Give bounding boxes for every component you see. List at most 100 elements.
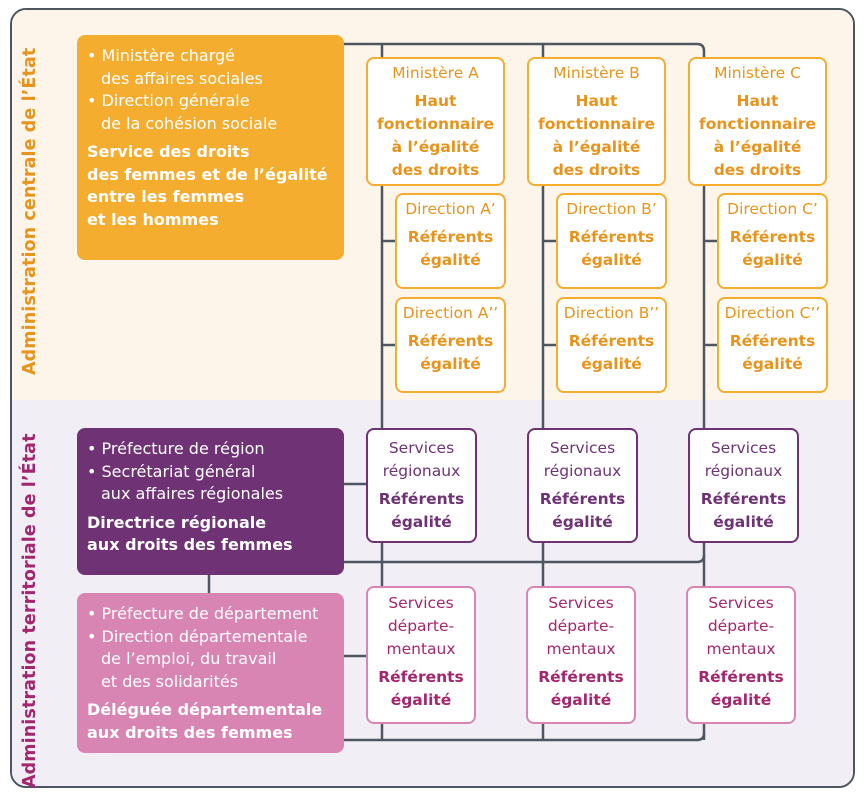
direction-c2-box: Direction C’’ Référents égalité — [717, 297, 828, 393]
direction-role-line: Référents — [407, 228, 494, 246]
service-role-line: égalité — [391, 513, 452, 531]
service-title-line: des femmes et de l’égalité — [87, 164, 328, 184]
service-role-line: égalité — [552, 513, 613, 531]
service-role-line: égalité — [390, 691, 452, 709]
ministry-role-line: fonctionnaire — [699, 115, 816, 133]
direction-role-line: égalité — [420, 355, 481, 373]
departmental-service-a-box: Services départe- mentaux Référents égal… — [366, 586, 476, 724]
direction-name: Direction C’ — [727, 200, 818, 218]
direction-role-line: Référents — [407, 332, 494, 350]
departmental-service-c-box: Services départe- mentaux Référents égal… — [686, 586, 796, 724]
service-name-line: mentaux — [386, 640, 456, 658]
service-title-line: Service des droits — [87, 142, 250, 161]
direction-c1-box: Direction C’ Référents égalité — [717, 193, 828, 289]
ministry-role-line: Haut — [736, 92, 779, 110]
bullet-line: des affaires sociales — [101, 68, 263, 88]
service-role-line: Référents — [538, 668, 624, 686]
service-name-line: mentaux — [546, 640, 616, 658]
service-name-line: régionaux — [382, 462, 461, 480]
bullet-line: • Préfecture de région — [87, 439, 265, 458]
service-role-line: Référents — [378, 668, 464, 686]
direction-name: Direction C’’ — [724, 304, 821, 322]
ministry-role-line: des droits — [552, 161, 641, 179]
regional-service-b-box: Services régionaux Référents égalité — [527, 428, 638, 543]
direction-role-line: Référents — [568, 332, 655, 350]
service-name-line: départe- — [387, 617, 455, 635]
service-role-line: égalité — [713, 513, 774, 531]
service-name-line: régionaux — [704, 462, 783, 480]
service-name-line: Services — [388, 594, 454, 612]
direction-role-line: égalité — [742, 251, 803, 269]
direction-b1-box: Direction B’ Référents égalité — [556, 193, 667, 289]
service-name-line: régionaux — [543, 462, 622, 480]
service-name-line: Services — [710, 439, 777, 457]
regional-service-a-box: Services régionaux Référents égalité — [366, 428, 477, 543]
ministry-name: Ministère A — [392, 64, 479, 82]
bullet-line: et des solidarités — [101, 671, 239, 691]
direction-role-line: Référents — [729, 228, 816, 246]
service-name-line: départe- — [707, 617, 775, 635]
service-role-line: égalité — [550, 691, 612, 709]
direction-role-line: Référents — [568, 228, 655, 246]
departmental-service-b-box: Services départe- mentaux Référents égal… — [526, 586, 636, 724]
direction-name: Direction B’’ — [563, 304, 660, 322]
direction-a2-box: Direction A’’ Référents égalité — [395, 297, 506, 393]
direction-b2-box: Direction B’’ Référents égalité — [556, 297, 667, 393]
bullet-line: • Secrétariat général — [87, 461, 256, 481]
regional-title-line: Directrice régionale — [87, 512, 267, 532]
ministry-role-line: des droits — [391, 161, 480, 179]
bullet-line: • Direction générale — [87, 91, 250, 110]
direction-role-line: égalité — [581, 251, 642, 269]
ministry-role-line: à l’égalité — [713, 138, 802, 156]
departmental-box: • Préfecture de département • Direction … — [77, 593, 344, 753]
ministry-a-box: Ministère A Haut fonctionnaire à l’égali… — [366, 57, 505, 186]
bullet-line: aux affaires régionales — [101, 484, 284, 503]
ministry-role-line: Haut — [414, 92, 457, 110]
ministry-role-line: fonctionnaire — [377, 115, 494, 133]
connector-regional-bus — [343, 554, 706, 564]
service-role-line: Référents — [539, 490, 626, 508]
bullet-line: • Préfecture de département — [87, 604, 319, 623]
bullet-line: de la cohésion sociale — [101, 113, 278, 133]
regional-box: • Préfecture de région • Secrétariat gén… — [77, 428, 344, 575]
bullet-line: de l’emploi, du travail — [101, 649, 277, 668]
direction-a1-box: Direction A’ Référents égalité — [395, 193, 506, 289]
service-role-line: Référents — [700, 490, 787, 508]
direction-role-line: égalité — [581, 355, 642, 373]
service-name-line: départe- — [547, 617, 615, 635]
service-title-line: entre les femmes — [87, 187, 245, 206]
connector-departmental-bus — [343, 732, 706, 742]
direction-name: Direction B’ — [566, 200, 657, 218]
service-name-line: Services — [708, 594, 774, 612]
direction-role-line: égalité — [420, 251, 481, 269]
section-label-territorial: Administration territoriale de l’État — [20, 433, 40, 788]
ministry-b-box: Ministère B Haut fonctionnaire à l’égali… — [527, 57, 666, 186]
direction-role-line: Référents — [729, 332, 816, 350]
ministry-role-line: Haut — [575, 92, 618, 110]
departmental-title-line: aux droits des femmes — [87, 722, 293, 742]
ministry-role-line: des droits — [713, 161, 802, 179]
service-name-line: Services — [548, 594, 614, 612]
ministry-role-line: à l’égalité — [391, 138, 480, 156]
central-service-box: • Ministère chargé des affaires sociales… — [77, 35, 344, 260]
ministry-name: Ministère C — [714, 64, 801, 82]
regional-service-c-box: Services régionaux Référents égalité — [688, 428, 799, 543]
ministry-role-line: à l’égalité — [552, 138, 641, 156]
direction-name: Direction A’’ — [402, 304, 499, 322]
service-title-line: et les hommes — [87, 209, 219, 229]
ministry-c-box: Ministère C Haut fonctionnaire à l’égali… — [688, 57, 827, 186]
service-name-line: mentaux — [706, 640, 776, 658]
regional-title-line: aux droits des femmes — [87, 535, 293, 554]
service-role-line: égalité — [710, 691, 772, 709]
bullet-line: • Direction départementale — [87, 626, 308, 646]
direction-name: Direction A’ — [405, 200, 496, 218]
direction-role-line: égalité — [742, 355, 803, 373]
service-name-line: Services — [549, 439, 616, 457]
service-role-line: Référents — [378, 490, 465, 508]
departmental-title-line: Déléguée départementale — [87, 700, 323, 719]
connector-central-bus — [343, 42, 706, 740]
section-label-central: Administration centrale de l’État — [20, 47, 40, 375]
bullet-line: • Ministère chargé — [87, 46, 236, 65]
service-name-line: Services — [388, 439, 455, 457]
ministry-role-line: fonctionnaire — [538, 115, 655, 133]
